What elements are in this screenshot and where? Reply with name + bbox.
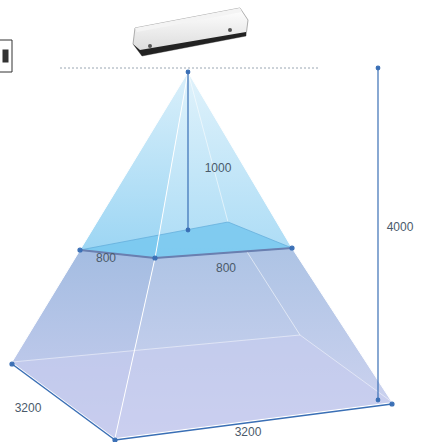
dimension-label: 3200 (15, 401, 42, 415)
upper-pyramid (80, 72, 292, 258)
dimension-label: 800 (216, 261, 236, 275)
dimension-label: 4000 (387, 220, 414, 234)
reference-line (60, 68, 320, 69)
pyramid-edges (12, 72, 392, 438)
dimension-label: 3200 (235, 425, 262, 439)
dimension-label: 1000 (205, 161, 232, 175)
dimension-label: 800 (96, 251, 116, 265)
dimension-icon (0, 40, 12, 72)
camera (133, 8, 248, 56)
dimension-lines (10, 66, 394, 442)
